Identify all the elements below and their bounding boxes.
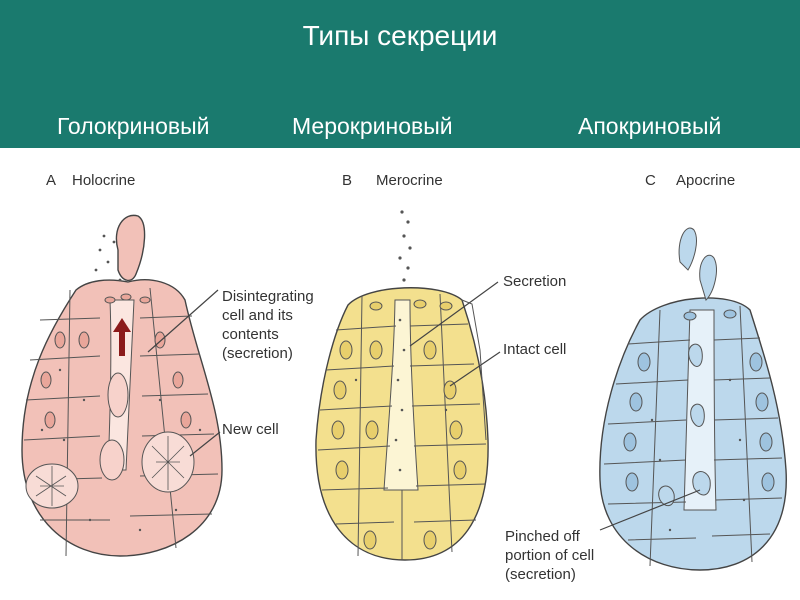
label-pinched-off-portion: Pinched off portion of cell (secretion) [505, 527, 594, 584]
label-intact-cell: Intact cell [503, 340, 566, 359]
holocrine-gland [22, 215, 222, 556]
label-disintegrating-cell: Disintegrating cell and its contents (se… [222, 287, 314, 363]
apocrine-gland [600, 228, 786, 570]
label-new-cell: New cell [222, 420, 279, 439]
label-secretion: Secretion [503, 272, 566, 291]
merocrine-gland [316, 210, 500, 560]
